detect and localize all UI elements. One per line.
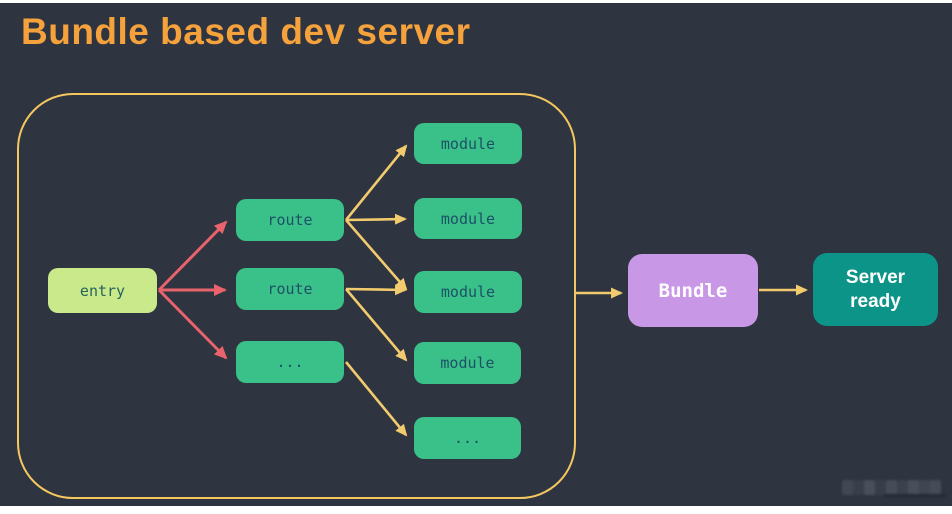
node-module-2: module [414,198,522,239]
watermark-block [853,480,864,495]
node-route-ellipsis: ... [236,341,344,383]
watermark-block [864,480,875,495]
watermark-block [842,480,853,495]
watermark-blurred [842,477,946,499]
node-route-1: route [236,199,344,241]
watermark-block [897,480,908,495]
watermark-block [875,480,886,495]
node-server-ready: Server ready [813,253,938,326]
node-entry: entry [48,268,157,313]
watermark-block [908,480,919,495]
node-module-ellipsis: ... [414,417,521,459]
node-module-3: module [414,271,522,313]
watermark-block [919,480,930,495]
graph-container [17,93,576,499]
watermark-block [930,480,941,495]
node-route-2: route [236,268,344,310]
slide-canvas: Bundle based dev server entry [0,3,952,506]
watermark-bar [884,494,946,497]
page-title: Bundle based dev server [21,11,471,52]
node-bundle: Bundle [628,254,758,327]
watermark-block [886,480,897,495]
node-module-1: module [414,123,522,164]
node-module-4: module [414,342,521,384]
